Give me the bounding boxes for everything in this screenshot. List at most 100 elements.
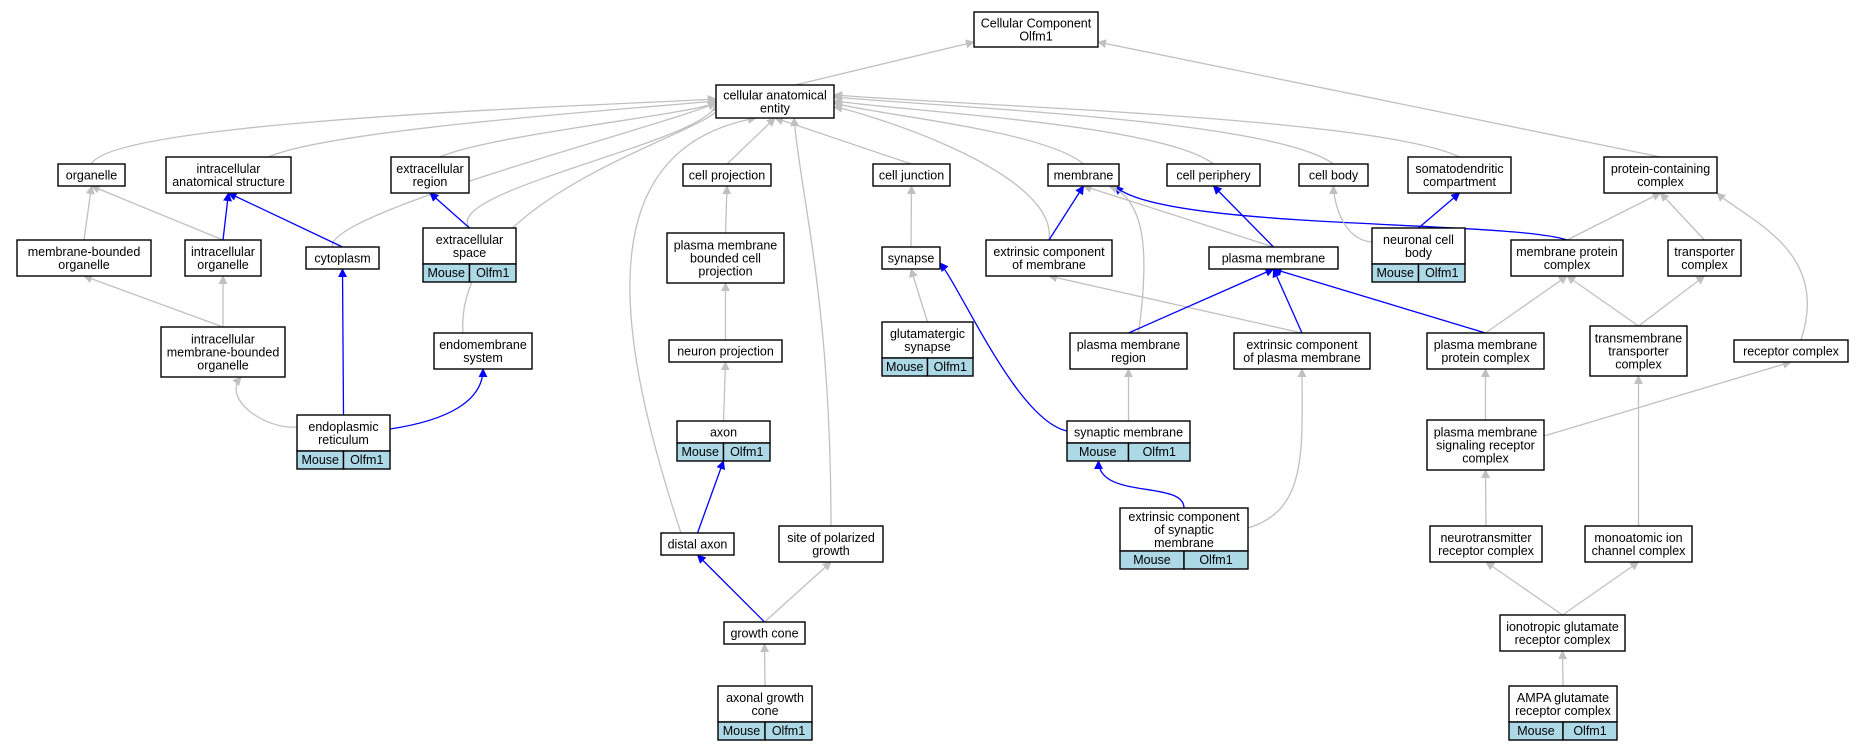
node-label: organelle (58, 258, 109, 272)
node-label: somatodendritic (1415, 162, 1503, 176)
edge-igrc-ntrc (1485, 561, 1563, 616)
node-label: Cellular Component (981, 17, 1092, 31)
node-label: anatomical structure (172, 175, 285, 189)
node-label: extrinsic component (993, 245, 1105, 259)
node-box (1233, 332, 1371, 370)
node-cellper[interactable]: cell periphery (1166, 163, 1261, 187)
node-cytoplasm[interactable]: cytoplasm (305, 246, 380, 270)
edge-growthcone-distax (696, 554, 765, 623)
edge-distax-cae (629, 115, 757, 534)
node-box (1371, 227, 1466, 265)
node-label: neurotransmitter (1440, 531, 1531, 545)
node-box (433, 332, 533, 370)
edge-glusyn-synapse (909, 268, 929, 323)
node-membrane[interactable]: membrane (1047, 163, 1120, 187)
node-label: membrane-bounded (167, 346, 280, 360)
edge-cae-root (794, 39, 975, 86)
node-box (660, 532, 735, 556)
node-box (881, 321, 974, 359)
edge-protcomp-root (1097, 39, 1661, 158)
node-label: membrane-bounded (28, 245, 141, 259)
edge-synmem-synapse (939, 262, 1068, 432)
node-label: of plasma membrane (1243, 351, 1360, 365)
node-cellproj[interactable]: cell projection (682, 163, 772, 187)
node-label: signaling receptor (1436, 439, 1535, 453)
node-label: receptor complex (1515, 633, 1612, 647)
node-label: complex (1681, 258, 1728, 272)
node-growthcone[interactable]: growth cone (723, 621, 806, 645)
gene-tag-cell (1562, 721, 1618, 741)
edge-extpm-extmem (1048, 273, 1303, 334)
node-celljunc[interactable]: cell junction (872, 163, 951, 187)
node-label: body (1405, 246, 1433, 260)
node-label: membrane (1154, 536, 1214, 550)
node-box (1119, 507, 1249, 552)
node-box (973, 11, 1099, 48)
node-label: organelle (66, 169, 117, 183)
node-label: plasma membrane (1222, 252, 1326, 266)
edge-membrane-cae (833, 100, 1084, 165)
node-cellbody[interactable]: cell body (1298, 163, 1369, 187)
node-label: transporter (1608, 345, 1668, 359)
node-label: space (453, 246, 486, 260)
edge-igrc-mic (1562, 561, 1640, 616)
species-tag: Mouse (681, 445, 719, 459)
node-label: growth cone (730, 627, 798, 641)
node-label: projection (698, 265, 752, 279)
node-label: plasma membrane (1434, 338, 1538, 352)
gene-tag: Olfm1 (476, 266, 509, 280)
node-label: monoatomic ion (1594, 531, 1682, 545)
node-organelle[interactable]: organelle (57, 163, 126, 187)
edge-cytoplasm-cae (331, 100, 725, 248)
node-recomp[interactable]: receptor complex (1733, 339, 1849, 363)
gene-tag-cell (722, 442, 771, 462)
node-box (422, 227, 517, 265)
node-plasmem[interactable]: plasma membrane (1208, 246, 1339, 270)
node-box (1208, 246, 1339, 270)
edge-cellper-cae (833, 97, 1214, 165)
node-neuproj[interactable]: neuron projection (668, 339, 783, 363)
node-label: channel complex (1592, 544, 1687, 558)
node-box (1298, 163, 1369, 187)
species-tag: Mouse (1079, 445, 1117, 459)
edge-plasmem-membrane (1082, 184, 1274, 248)
node-synapse[interactable]: synapse (881, 246, 941, 270)
node-label: bounded cell (690, 252, 761, 266)
edge-extsyn-extpm (1247, 368, 1307, 529)
node-distax[interactable]: distal axon (660, 532, 735, 556)
